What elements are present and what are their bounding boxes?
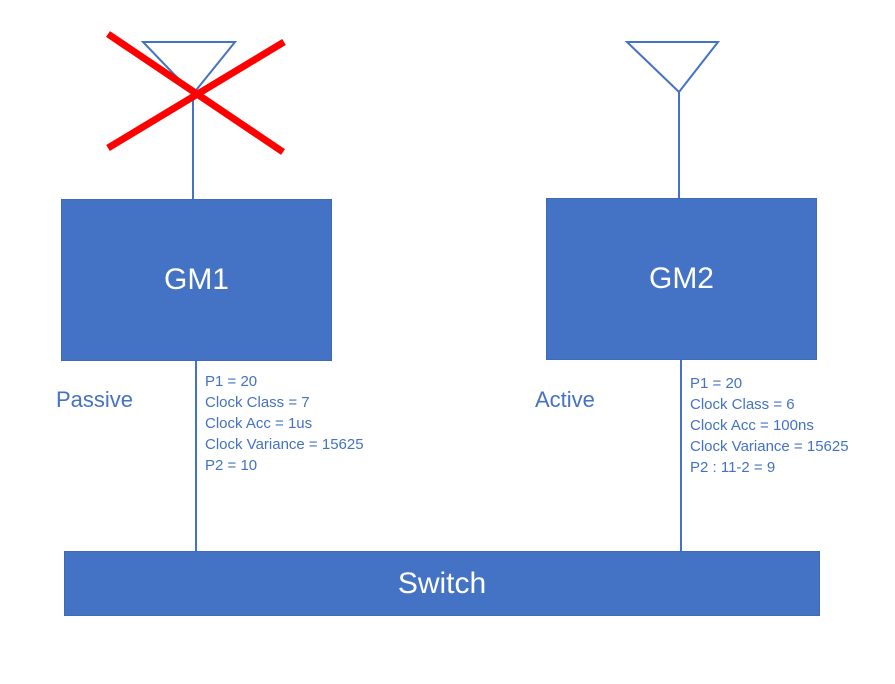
gm1-info-clock-acc: Clock Acc = 1us xyxy=(205,415,313,432)
gm1-state-label: Passive xyxy=(56,387,134,412)
gm1-info-block: P1 = 20 Clock Class = 7 Clock Acc = 1us … xyxy=(205,371,364,476)
gm2-info-clock-class: Clock Class = 6 xyxy=(690,396,795,413)
gm2-info-clock-variance: Clock Variance = 15625 xyxy=(690,438,849,455)
gm2-state-label: Active xyxy=(535,387,595,412)
switch-label: Switch xyxy=(397,566,487,600)
gm2-label: GM2 xyxy=(648,262,714,295)
switch-box: Switch xyxy=(64,551,820,616)
gm1-label: GM1 xyxy=(163,263,229,296)
gm2-info-p1: P1 = 20 xyxy=(690,375,743,392)
gm2-box: GM2 xyxy=(546,198,817,360)
gm1-antenna xyxy=(140,41,238,200)
gm1-switch-link xyxy=(195,361,197,552)
gm1-info-p1: P1 = 20 xyxy=(205,373,258,390)
gm2-info-block: P1 = 20 Clock Class = 6 Clock Acc = 100n… xyxy=(690,373,849,478)
gm2-switch-link xyxy=(680,360,682,552)
gm1-info-p2: P2 = 10 xyxy=(205,457,258,474)
gm1-info-clock-class: Clock Class = 7 xyxy=(205,394,310,411)
gm2-info-p2: P2 : 11-2 = 9 xyxy=(690,459,776,476)
gm2-antenna xyxy=(624,41,721,198)
gm1-info-clock-variance: Clock Variance = 15625 xyxy=(205,436,364,453)
gm2-info-clock-acc: Clock Acc = 100ns xyxy=(690,417,814,434)
gm1-box: GM1 xyxy=(61,199,332,361)
gm1-antenna-failed-cross-icon xyxy=(106,31,286,155)
